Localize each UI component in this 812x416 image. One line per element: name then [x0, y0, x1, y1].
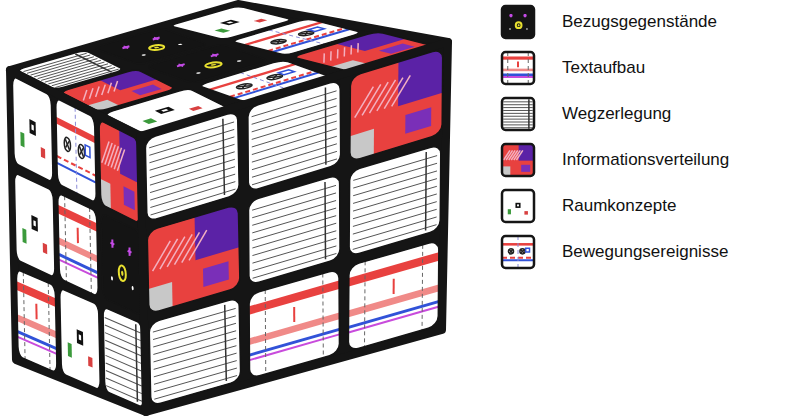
cube-sticker — [14, 173, 55, 278]
cube-sticker — [56, 98, 97, 203]
legend-label: Raumkonzepte — [562, 188, 676, 224]
cube-sticker — [16, 269, 57, 373]
cube-face — [140, 42, 448, 412]
legend-swatch — [500, 50, 536, 86]
cube-sticker — [248, 80, 341, 192]
cube-sticker — [248, 174, 340, 285]
legend-swatch — [500, 4, 536, 40]
cube-sticker — [348, 240, 439, 351]
legend-swatch — [500, 188, 536, 224]
cube-sticker — [103, 307, 144, 408]
cube-sticker — [349, 144, 441, 256]
cube-sticker — [60, 288, 101, 390]
legend-label: Bezugsgegenstände — [562, 4, 717, 40]
cube-sticker — [350, 48, 443, 161]
legend-label: Bewegungsereignisse — [562, 234, 728, 270]
legend-label: Textaufbau — [562, 50, 645, 86]
cube-sticker — [249, 269, 339, 379]
cube-sticker — [145, 111, 239, 222]
cube-sticker — [101, 213, 142, 315]
cube-face — [10, 70, 146, 412]
legend-label: Informationsverteilung — [562, 142, 729, 178]
legend-swatch — [500, 96, 536, 132]
legend-swatch — [500, 234, 536, 270]
cube-sticker — [58, 193, 99, 297]
cube-sticker — [12, 76, 53, 183]
rubiks-cube — [10, 4, 448, 412]
cube-sticker — [149, 297, 241, 406]
cube-sticker — [147, 204, 240, 314]
legend-swatch — [500, 142, 536, 178]
cube-sticker — [99, 120, 140, 224]
legend-label: Wegzerlegung — [562, 96, 671, 132]
